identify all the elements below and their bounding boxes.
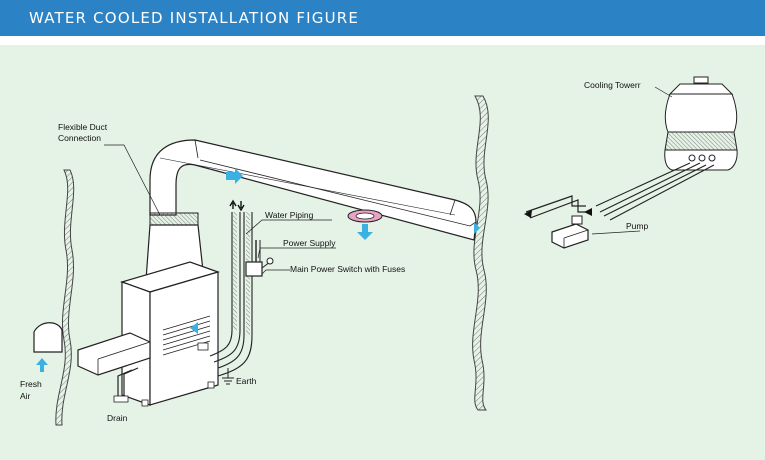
drain-pipe — [113, 367, 139, 403]
return-duct — [77, 332, 151, 376]
main-power-switch-label: Main Power Switch with Fuses — [290, 264, 405, 274]
pump-label: Pump — [626, 221, 648, 231]
earth-label: Earth — [236, 376, 257, 386]
ac-unit — [120, 261, 220, 407]
drain-label: Drain — [107, 413, 128, 423]
ceiling-diffuser — [347, 209, 383, 223]
water-piping-label: Water Piping — [265, 210, 314, 220]
duct-airflow-arrow-icon — [226, 168, 243, 184]
cooling-tower-label: Cooling Towerr — [584, 80, 641, 90]
diffuser-airflow-arrow-icon — [357, 224, 373, 240]
flexible-duct-connection — [149, 212, 199, 226]
middle-wall — [472, 95, 489, 411]
pipe-arrow-down-icon — [237, 201, 245, 212]
fresh-air-label-line2: Air — [20, 391, 31, 401]
pump — [551, 215, 589, 249]
fresh-air-label-line1: Fresh — [20, 379, 42, 389]
page-title: WATER COOLED INSTALLATION FIGURE — [29, 9, 360, 27]
overhead-duct — [149, 139, 477, 241]
title-bar: WATER COOLED INSTALLATION FIGURE — [0, 0, 765, 36]
left-wall — [55, 169, 75, 426]
unit-airflow-arrow-icon — [190, 322, 198, 334]
pipe-arrow-up-icon — [229, 199, 237, 209]
leader-lines — [104, 86, 673, 275]
power-supply-label: Power Supply — [283, 238, 336, 248]
power-supply-line — [255, 240, 261, 262]
tower-pipes — [525, 162, 715, 221]
fresh-air-intake — [33, 322, 63, 353]
duct-outlet-arrow-icon — [474, 222, 480, 234]
return-pipe-arrow-icon — [524, 210, 532, 218]
fresh-air-arrow-icon — [36, 358, 48, 372]
earth-icon — [222, 368, 234, 385]
main-power-switch — [245, 257, 274, 277]
flexible-duct-label-line1: Flexible Duct — [58, 122, 108, 132]
cooling-tower — [664, 76, 738, 171]
supply-pipe-arrow-icon — [584, 208, 592, 216]
flexible-duct-label-line2: Connection — [58, 133, 101, 143]
